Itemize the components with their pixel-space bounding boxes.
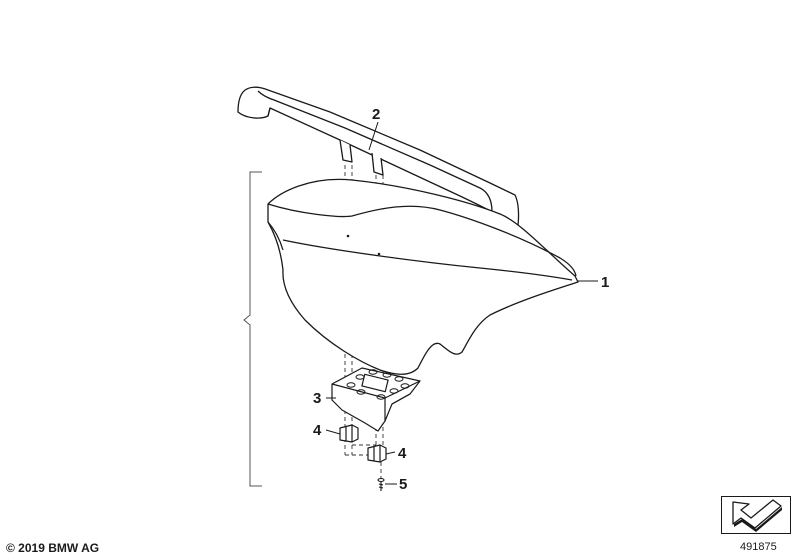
screw[interactable] xyxy=(377,477,385,492)
callout-part-2: 2 xyxy=(372,106,380,123)
callout-part-1: 1 xyxy=(601,274,609,291)
clip-left[interactable] xyxy=(339,424,359,443)
diagonal-arrow-icon[interactable] xyxy=(721,496,791,534)
clip-right[interactable] xyxy=(367,444,387,463)
copyright-text: © 2019 BMW AG xyxy=(6,541,100,555)
callout-part-4-right: 4 xyxy=(398,445,407,462)
callout-part-3: 3 xyxy=(313,390,321,407)
leader-lines xyxy=(325,121,598,485)
mounting-bracket[interactable] xyxy=(331,367,421,432)
diagram-reference-number: 491875 xyxy=(740,541,777,553)
trunk-lid[interactable] xyxy=(267,178,579,375)
mounting-holes xyxy=(346,234,381,256)
callout-part-4-left: 4 xyxy=(313,422,322,439)
assembly-bracket xyxy=(243,171,262,487)
callout-part-5: 5 xyxy=(399,476,407,493)
